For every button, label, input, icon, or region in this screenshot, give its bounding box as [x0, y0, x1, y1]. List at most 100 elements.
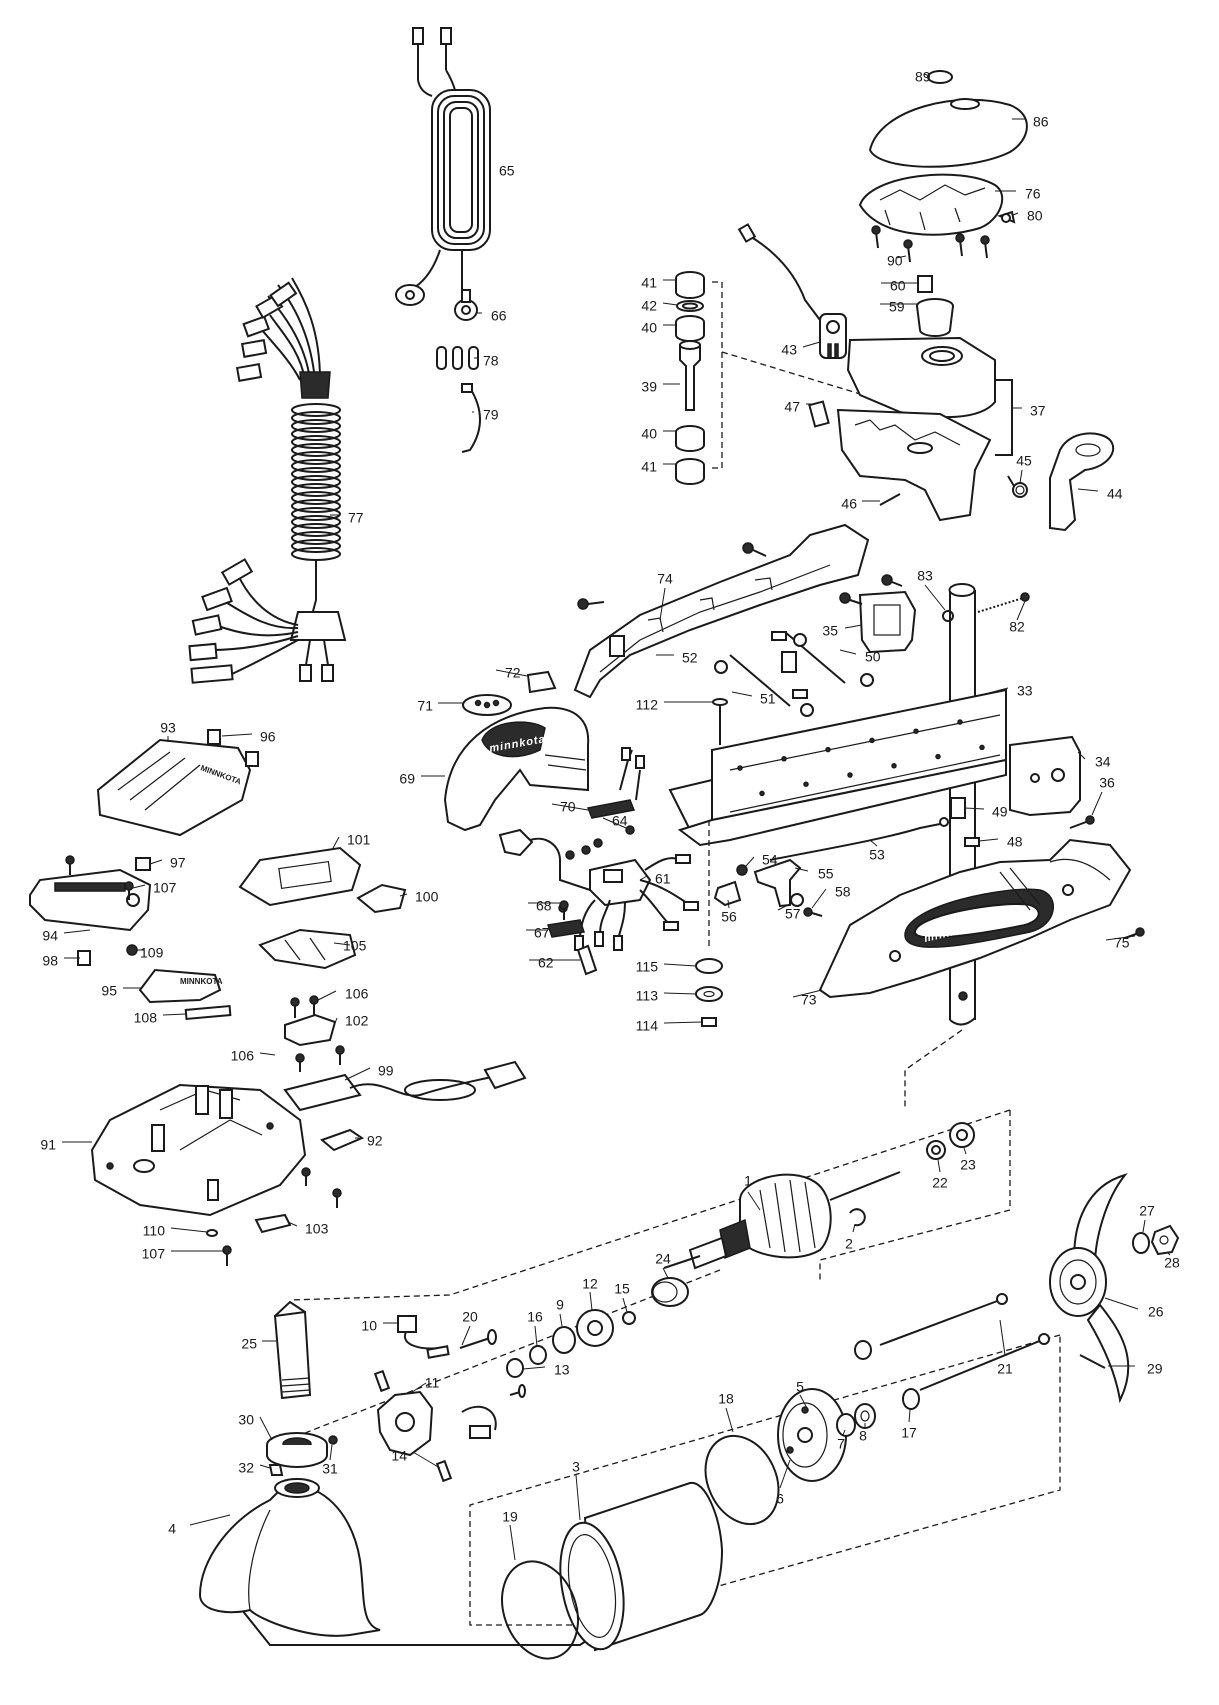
parts-103-107-110 [206, 1167, 342, 1266]
pedal-cover-95: MINNKOTA [138, 968, 223, 1004]
callout-leader-107a [132, 884, 146, 889]
callout-label-40b: 40 [641, 426, 657, 442]
callout-label-18: 18 [718, 1391, 734, 1407]
callout-label-3: 3 [572, 1459, 580, 1475]
parts-59-60 [916, 275, 954, 337]
callout-label-59: 59 [889, 299, 905, 315]
callout-label-79: 79 [483, 407, 499, 423]
callout-label-107a: 107 [153, 880, 177, 896]
steering-column-stack [675, 271, 881, 485]
callout-leader-83 [924, 584, 946, 611]
callout-label-34: 34 [1095, 754, 1111, 770]
cable-99 [283, 1060, 527, 1112]
washers-113-115 [695, 820, 723, 1027]
callout-leader-82 [1016, 600, 1026, 621]
part-49 [950, 797, 966, 819]
cable-53 [769, 817, 949, 861]
callout-label-21: 21 [997, 1361, 1013, 1377]
circuit-70 [586, 747, 645, 819]
cable-tie-79 [461, 383, 481, 453]
callout-leader-19 [509, 1524, 516, 1561]
washers-22-23 [926, 1122, 975, 1160]
callout-leader-20 [461, 1325, 471, 1346]
pedal-top-93: MINNKOTA [96, 738, 252, 837]
callout-label-40a: 40 [641, 320, 657, 336]
callout-label-65: 65 [499, 163, 515, 179]
callout-label-48: 48 [1007, 834, 1023, 850]
callout-label-74: 74 [657, 571, 673, 587]
callout-label-60: 60 [890, 278, 906, 294]
callout-leader-3 [575, 1474, 581, 1521]
callout-leader-101 [331, 836, 340, 851]
callout-leader-61 [639, 875, 648, 881]
callout-leader-89 [923, 73, 931, 77]
callout-label-20: 20 [462, 1309, 478, 1325]
callout-label-97: 97 [170, 855, 186, 871]
label-108 [184, 1005, 232, 1020]
callout-label-99: 99 [378, 1063, 394, 1079]
callout-leader-80 [1012, 212, 1019, 216]
o-ring-18 [704, 1434, 780, 1526]
callout-leader-44 [1077, 488, 1099, 492]
callout-leader-45 [1019, 469, 1023, 484]
callout-leader-115 [663, 963, 697, 967]
callout-label-70: 70 [560, 799, 576, 815]
bearing-24 [651, 1277, 689, 1307]
callout-leader-113 [663, 992, 697, 995]
shroud-69 [443, 706, 590, 832]
o-ring-19 [501, 1560, 579, 1660]
callout-leader-51 [731, 691, 753, 697]
harness-61 [498, 825, 699, 951]
callout-leader-28 [1166, 1251, 1171, 1256]
callout-leader-2 [852, 1223, 856, 1233]
o-rings-17 [854, 1340, 920, 1410]
callout-label-5: 5 [796, 1379, 804, 1395]
callout-label-19: 19 [502, 1509, 518, 1525]
callout-label-109: 109 [140, 945, 164, 961]
callout-label-16: 16 [527, 1309, 543, 1325]
callout-leader-22 [937, 1159, 941, 1173]
armature-1 [663, 1171, 901, 1270]
callout-leader-56 [727, 899, 730, 909]
wire-10 [397, 1315, 450, 1359]
callout-label-8: 8 [859, 1428, 867, 1444]
callout-leader-4 [189, 1514, 231, 1526]
callout-leader-74 [659, 587, 666, 621]
callout-label-107b: 107 [142, 1246, 166, 1262]
callout-leader-106a [317, 990, 337, 1001]
callout-leader-7 [842, 1429, 846, 1436]
callout-label-78: 78 [483, 353, 499, 369]
screw-112 [712, 698, 728, 745]
callout-leader-18 [725, 1407, 734, 1433]
clip-2 [849, 1208, 866, 1227]
callout-label-101: 101 [347, 832, 371, 848]
callout-label-76: 76 [1025, 186, 1041, 202]
sleeve-62 [576, 944, 598, 976]
callout-label-52: 52 [682, 650, 698, 666]
base-91 [90, 1083, 307, 1217]
callout-leader-110 [170, 1227, 208, 1233]
screw-20 [459, 1329, 526, 1398]
screws-90 [871, 225, 990, 263]
callout-label-39: 39 [641, 379, 657, 395]
brush-holder-11 [373, 1369, 434, 1457]
callout-leader-9 [559, 1313, 563, 1327]
callout-leader-42 [662, 302, 678, 306]
callout-label-89: 89 [915, 69, 931, 85]
callout-leader-48 [978, 838, 999, 842]
parts-97-98-107-109 [65, 855, 151, 966]
callout-leader-54 [745, 856, 755, 867]
callout-label-43: 43 [781, 342, 797, 358]
callout-label-73: 73 [801, 992, 817, 1008]
top-cover-86 [868, 70, 1028, 168]
callout-label-64: 64 [612, 813, 628, 829]
callout-label-45: 45 [1016, 453, 1032, 469]
parts-67-68 [547, 900, 585, 938]
callout-label-50: 50 [865, 649, 881, 665]
lower-unit-4 [198, 1478, 381, 1637]
callout-label-25: 25 [241, 1336, 257, 1352]
callout-leader-58 [811, 888, 827, 909]
callout-label-71: 71 [417, 698, 433, 714]
callout-leader-108 [162, 1013, 187, 1016]
tilt-handle-44 [1049, 432, 1115, 532]
